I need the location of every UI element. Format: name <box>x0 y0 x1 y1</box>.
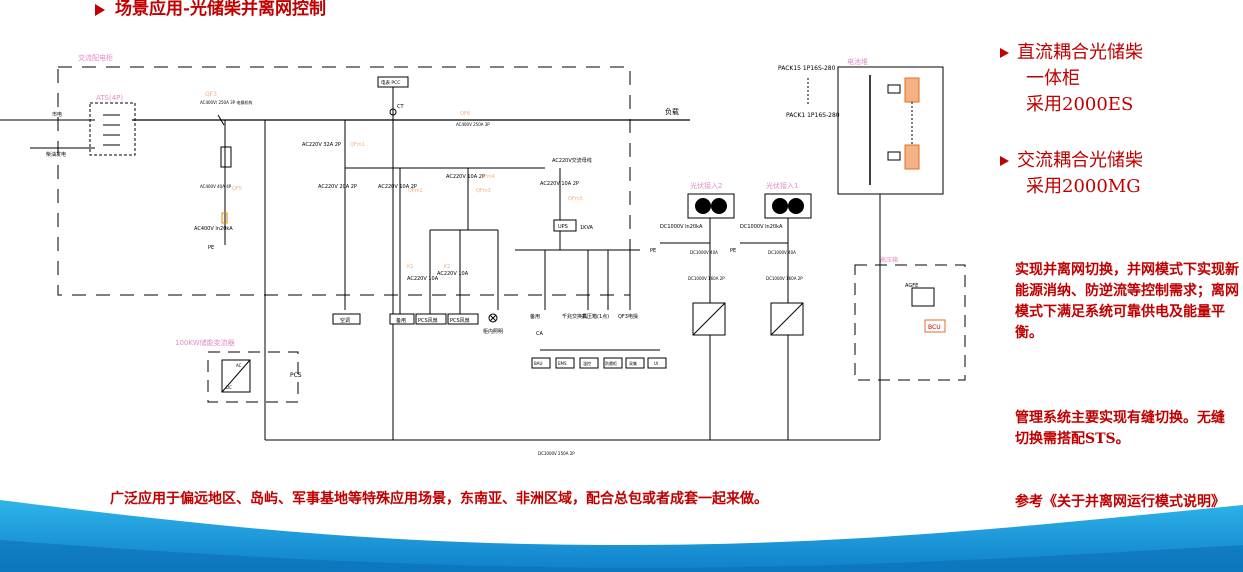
branch-20a: AC220V 20A 2P <box>318 184 357 190</box>
qf6-label: QF6 <box>460 111 470 117</box>
dc-b2: DC1000V 40A <box>768 250 796 255</box>
qfm4-label: QFm4 <box>480 174 495 180</box>
pack1-label: PACK1 1P16S-280 <box>786 112 840 119</box>
qf3-spec: AC400V/ 250A 3P 电操机构 <box>200 99 252 105</box>
branch-10a-3: AC220V 10A 2P <box>540 181 579 187</box>
bullet-arrow-icon <box>95 3 105 16</box>
paragraph-3: 参考《关于并离网运行模式说明》 <box>1015 494 1225 510</box>
spare2-label: 备用 <box>530 313 540 320</box>
bullet-1: 直流耦合光储柴 一体柜 采用2000ES <box>1000 40 1143 118</box>
dc-bottom-label: DC1000V 250A 2P <box>538 451 575 456</box>
bullet-arrow-icon <box>1000 156 1009 166</box>
qf5-spec: AC400V 40A 4P <box>200 184 232 189</box>
bottom-description: 广泛应用于偏远地区、岛屿、军事基地等特殊应用场景，东南亚、非洲区域，配合总包或者… <box>110 491 768 507</box>
bullet-arrow-icon <box>1000 48 1009 58</box>
qf3-ctrl-label: QF3电操 <box>618 313 638 320</box>
pack15-label: PACK15 1P16S-280 <box>778 65 836 72</box>
svg-text:PE: PE <box>650 248 656 254</box>
branch-10a-1: AC220V 10A 2P <box>378 184 417 190</box>
qfm5-label: QFm5 <box>568 196 583 202</box>
grid-label: 市电 <box>52 111 62 118</box>
ats-label: ATS(4P) <box>96 94 123 102</box>
bmu-box-1 <box>904 77 920 103</box>
meter-pcc-label: 电表 PCC <box>381 79 400 86</box>
qfm2-label: QFm2 <box>408 188 423 194</box>
ac-cabinet-label: 交流配电柜 <box>78 53 113 62</box>
switch-label: 千兆交换机 <box>562 313 587 320</box>
svg-text:温控: 温控 <box>583 360 591 366</box>
svg-text:DC: DC <box>226 385 232 390</box>
ct-label: CT <box>397 104 404 110</box>
diesel-label: 柴油发电 <box>46 151 66 158</box>
pe-label: PE <box>208 245 214 251</box>
pcs-title: 100KW储能变流器 <box>175 338 235 347</box>
pcs-fan1-label: PCS风扇 <box>418 317 438 324</box>
qfm3-label: QFm3 <box>476 188 491 194</box>
pcs-fan2-label: PCS风扇 <box>450 317 470 324</box>
qf3-label: QF3 <box>205 91 217 98</box>
hv-box <box>854 264 966 381</box>
dc-spd2: DC1000V In20kA <box>740 224 783 230</box>
hv-box-label: 高压箱 <box>880 256 898 264</box>
k-spec2: AC220V 10A <box>437 271 469 277</box>
ca-label: CA <box>536 331 543 337</box>
k-spec1: AC220V 10A <box>407 276 439 282</box>
bcu-label: BCU <box>928 324 941 331</box>
spare1-label: 备用 <box>396 317 406 324</box>
ac-cabinet-boundary <box>57 66 631 296</box>
lighting-label: 柜内照明 <box>483 328 503 335</box>
qf6-spec: AC400V 250A 3P <box>456 122 490 127</box>
battery-stack-label: 电池堆 <box>847 57 868 66</box>
pcs-label: PCS <box>290 372 302 379</box>
ups-kva: 1KVA <box>580 225 594 231</box>
svg-text:采集: 采集 <box>629 360 637 366</box>
pv2-label: 光伏接入2 <box>690 181 722 190</box>
ats-box <box>89 102 136 156</box>
ups-label: UPS <box>558 224 568 230</box>
svg-text:UI: UI <box>654 361 658 366</box>
k1-label: K1 <box>407 264 413 270</box>
spd-label: AC400V In20kA <box>194 226 233 232</box>
svg-text:PE: PE <box>730 248 736 254</box>
agfe-label: AGFE <box>905 283 918 289</box>
svg-text:AC: AC <box>236 363 242 368</box>
qf5-label: QF5 <box>232 186 242 192</box>
module-row: BAU EMS 温控 防雷柜 采集 UI <box>531 357 667 369</box>
svg-text:防雷柜: 防雷柜 <box>605 360 617 366</box>
qfm1-spec: AC220V 32A 2P <box>302 142 341 148</box>
branch-10a-2: AC220V 10A 2P <box>446 174 485 180</box>
hv-cab-label: 高压箱(1点) <box>582 313 609 320</box>
load-label: 负载 <box>665 107 679 116</box>
ac220-bus-label: AC220V交流母线 <box>552 157 592 164</box>
k2-label: K2 <box>444 264 450 270</box>
svg-text:EMS: EMS <box>558 361 567 366</box>
dc-spd1: DC1000V In20kA <box>660 224 703 230</box>
dc-b1: DC1000V 40A <box>690 250 718 255</box>
qfm1-label: QFm1 <box>350 142 365 148</box>
svg-text:BAU: BAU <box>534 361 542 366</box>
dc-b3: DC1000V 160A 2P <box>688 276 725 281</box>
paragraph-1: 实现并离网切换，并网模式下实现新能源消纳、防逆流等控制需求；离网模式下满足系统可… <box>1015 262 1239 341</box>
pv1-label: 光伏接入1 <box>766 181 798 190</box>
battery-stack-box <box>837 66 944 195</box>
lamp-icon <box>488 313 498 323</box>
page-title: 场景应用-光储柴并离网控制 <box>95 0 326 19</box>
bmu-box-2 <box>904 144 920 170</box>
bullet-2: 交流耦合光储柴 采用2000MG <box>1000 148 1143 200</box>
dc-b4: DC1000V 160A 2P <box>766 276 803 281</box>
aircon-label: 空调 <box>340 317 350 324</box>
paragraph-2: 管理系统主要实现有缝切换。无缝切换需搭配STS。 <box>1015 410 1225 447</box>
